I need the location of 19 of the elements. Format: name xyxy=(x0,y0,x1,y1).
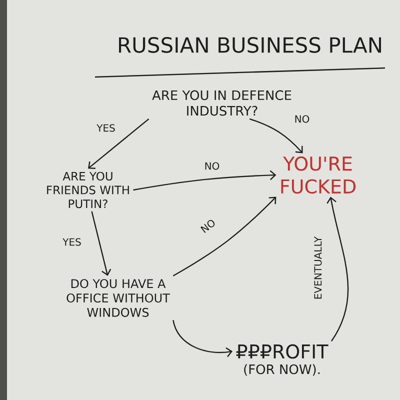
arrow xyxy=(249,118,303,154)
arrow xyxy=(88,118,150,169)
edge-label: YES xyxy=(96,124,115,132)
outcome-text: ₽₽₽ROFIT (FOR NOW). xyxy=(236,344,328,376)
arrow xyxy=(172,320,233,358)
question-text: DO YOU HAVE A OFFICE WITHOUT WINDOWS xyxy=(66,279,170,317)
arrow xyxy=(326,196,349,342)
arrow xyxy=(172,196,276,276)
question-text: ARE YOU FRIENDS WITH PUTIN? xyxy=(47,172,129,208)
edge-label: NO xyxy=(295,115,310,123)
edge-label: NO xyxy=(200,220,215,233)
edge-label: EVENTUALLY xyxy=(314,236,322,299)
arrow xyxy=(91,211,112,276)
edge-label: YES xyxy=(62,238,81,246)
edge-label: NO xyxy=(205,162,220,170)
outcome-text: YOU'RE FUCKED xyxy=(281,156,356,194)
title: RUSSIAN BUSINESS PLAN xyxy=(119,37,381,53)
arrow xyxy=(133,170,276,191)
question-text: ARE YOU IN DEFENCE INDUSTRY? xyxy=(152,90,292,116)
